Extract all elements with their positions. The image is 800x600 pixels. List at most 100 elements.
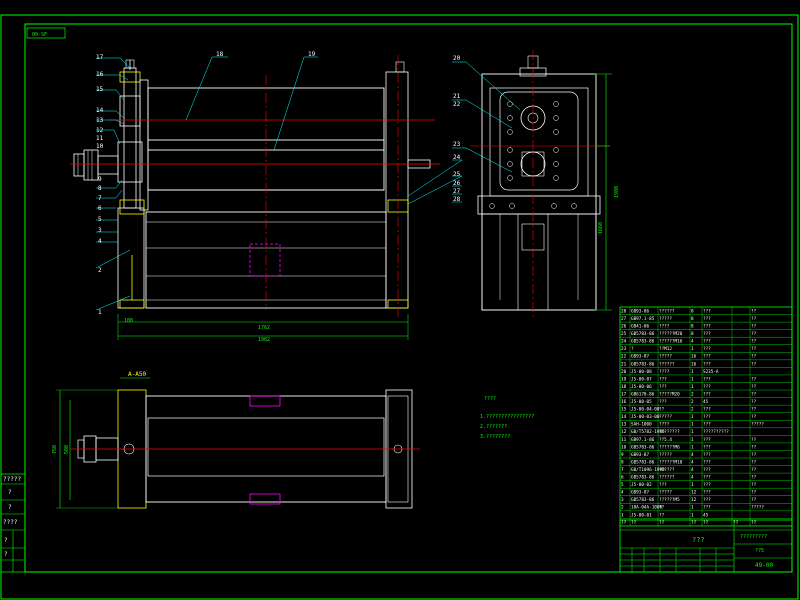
left-margin-box: ????? ? ? ???? ? ? (0, 473, 26, 573)
bom-cell: GB6170-86 (631, 391, 655, 397)
drawing-number: 49-00 (755, 562, 773, 569)
bom-cell: GB93-87 (631, 354, 650, 360)
bom-cell: ?? (659, 512, 665, 518)
bom-cell: GB/T1096-1990 (631, 467, 665, 473)
bom-cell: 2 (691, 399, 694, 405)
bom-cell: ?? (751, 354, 757, 360)
bom-cell: ????? (659, 414, 672, 420)
bom-cell: ??? (703, 407, 711, 413)
bom-cell: GB41-86 (631, 324, 650, 330)
bom-cell: J5-00-06 (631, 384, 652, 390)
bom-cell: 28 (621, 308, 627, 314)
bom-cell: ?? (751, 376, 757, 382)
bom-cell: 26 (621, 324, 627, 330)
callout-7: 7 (98, 195, 102, 202)
callout-11: 11 (96, 135, 104, 142)
bom-cell: ?? (751, 361, 757, 367)
bom-cell: 6 (621, 475, 624, 481)
bom-cell: 7 (621, 467, 624, 473)
front-view (70, 55, 440, 340)
bom-cell: ??????M6 (659, 444, 680, 450)
bom-cell: 45 (703, 399, 709, 405)
bom-cell: ?? (751, 391, 757, 397)
bom-cell: ?? (751, 475, 757, 481)
bom-cell: ?? (751, 316, 757, 322)
callout-27: 27 (453, 188, 461, 195)
bom-cell: ?? (751, 308, 757, 314)
bom-cell: ???? (659, 324, 670, 330)
margin-mark-2: ? (8, 504, 12, 511)
dim-side-height-b: 1660 (598, 222, 604, 234)
bom-cell: J5-00-04-00 (631, 407, 660, 413)
bom-cell: 5 (621, 482, 624, 488)
bom-cell: ?? (751, 459, 757, 465)
bom-cell: ?? (751, 497, 757, 503)
bom-cell: 14 (621, 414, 627, 420)
margin-mark-0: ????? (3, 476, 21, 483)
bom-cell: ?? (751, 452, 757, 458)
bom-cell: 45 (703, 512, 709, 518)
bom-cell: ??? (703, 354, 711, 360)
bom-cell: ?????? (659, 467, 675, 473)
bom-cell: 4 (691, 339, 694, 345)
bom-cell: ??? (703, 459, 711, 465)
bom-cell: 4 (691, 467, 694, 473)
callout-1: 1 (98, 309, 102, 316)
bom-cell: ????? (751, 505, 764, 511)
title-block (619, 519, 793, 573)
bom-cell: J5-00-07 (631, 376, 652, 382)
bom-cell: ??? (703, 467, 711, 473)
bom-cell: ?????M20 (659, 391, 680, 397)
drawing-tag: 00-SF (32, 32, 47, 38)
bom-cell: 2 (691, 391, 694, 397)
bom-cell: 4 (621, 490, 624, 496)
bom-cell: ??M12 (659, 346, 672, 352)
callout-26: 26 (453, 180, 461, 187)
bom-cell: 9 (621, 452, 624, 458)
plan-section-label: A-A50 (128, 371, 146, 378)
bom-cell: 1 (691, 482, 694, 488)
tech-req-title: ???? (484, 396, 496, 402)
callout-24: 24 (453, 154, 461, 161)
drawing-tag-box (26, 27, 66, 39)
bom-header-cell: ?? (703, 520, 709, 526)
bom-cell: GB5783-86 (631, 331, 655, 337)
bom-cell: ?? (751, 324, 757, 330)
margin-mark-5: ? (4, 551, 8, 558)
bom-cell: ??? (703, 324, 711, 330)
bom-cell: 10 (621, 444, 627, 450)
bom-cell: ??? (703, 490, 711, 496)
bom-cell: ??? (703, 361, 711, 367)
bom-cell: ?? (751, 490, 757, 496)
bom-cell: ????? (659, 354, 672, 360)
bom-cell: 2 (621, 505, 624, 511)
bom-cell: ??? (703, 384, 711, 390)
bom-cell: ??? (703, 444, 711, 450)
bom-cell: ??? (703, 505, 711, 511)
bom-cell: ??? (703, 391, 711, 397)
bom-cell: ?? (751, 407, 757, 413)
front-leaders (95, 56, 318, 311)
bom-cell: ??????M5 (659, 497, 680, 503)
dim-plan-height-b: 500 (64, 445, 70, 454)
callout-21: 21 (453, 93, 461, 100)
bom-cell: ?? (751, 482, 757, 488)
callout-28: 28 (453, 196, 461, 203)
bom-cell: ?? (751, 467, 757, 473)
bom-cell: 8 (691, 308, 694, 314)
bom-cell: ??5.4 (659, 437, 672, 443)
callout-19: 19 (308, 51, 316, 58)
bom-cell: 4 (691, 475, 694, 481)
callout-4: 4 (98, 238, 102, 245)
bom-cell: ?????? (659, 475, 675, 481)
dim-plan-height-a: 750 (52, 445, 58, 454)
bom-cell: ??? (659, 482, 667, 488)
side-callouts: 20 21 22 23 24 25 26 27 28 (453, 55, 461, 203)
bom-cell: ??? (703, 414, 711, 420)
bom-cell: J5-00-08 (631, 369, 652, 375)
callout-14: 14 (96, 107, 104, 114)
bom-cell: 4 (691, 452, 694, 458)
bom-cell: 11 (621, 437, 627, 443)
bom-cell: 17 (621, 391, 627, 397)
